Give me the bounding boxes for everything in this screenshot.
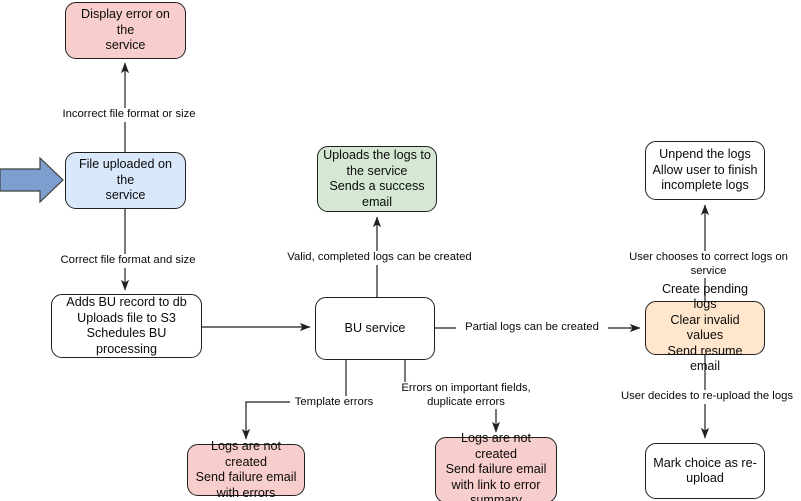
edge-label-incorrect-file-format: Incorrect file format or size	[57, 108, 201, 122]
edge-label-correct-file-format: Correct file format and size	[56, 254, 200, 268]
edge-label-valid-completed-logs: Valid, completed logs can be created	[284, 251, 475, 265]
node-display-error[interactable]: Display error on the service	[65, 2, 186, 59]
edge-label-template-errors: Template errors	[290, 396, 378, 410]
node-unpend-logs[interactable]: Unpend the logs Allow user to finish inc…	[645, 141, 765, 200]
node-logs-not-created-template-errors[interactable]: Logs are not created Send failure email …	[187, 439, 305, 500]
edge-label-user-chooses-correct-logs: User chooses to correct logs on service	[608, 251, 801, 278]
edge-label-errors-important-fields: Errors on important fields, duplicate er…	[393, 382, 539, 409]
node-adds-bu-record[interactable]: Adds BU record to db Uploads file to S3 …	[51, 294, 202, 358]
incoming-block-arrow	[0, 156, 64, 204]
node-create-pending-logs[interactable]: Create pending logs Clear invalid values…	[645, 282, 765, 373]
node-file-uploaded[interactable]: File uploaded on the service	[65, 152, 186, 209]
edge-label-partial-logs: Partial logs can be created	[456, 321, 608, 335]
node-mark-choice-reupload[interactable]: Mark choice as re- upload	[645, 443, 765, 499]
edge-label-user-decides-reupload: User decides to re-upload the logs	[615, 390, 799, 404]
node-bu-service[interactable]: BU service	[315, 297, 435, 360]
node-logs-not-created-error-summary[interactable]: Logs are not created Send failure email …	[435, 431, 557, 501]
node-uploads-logs[interactable]: Uploads the logs to the service Sends a …	[317, 146, 437, 212]
